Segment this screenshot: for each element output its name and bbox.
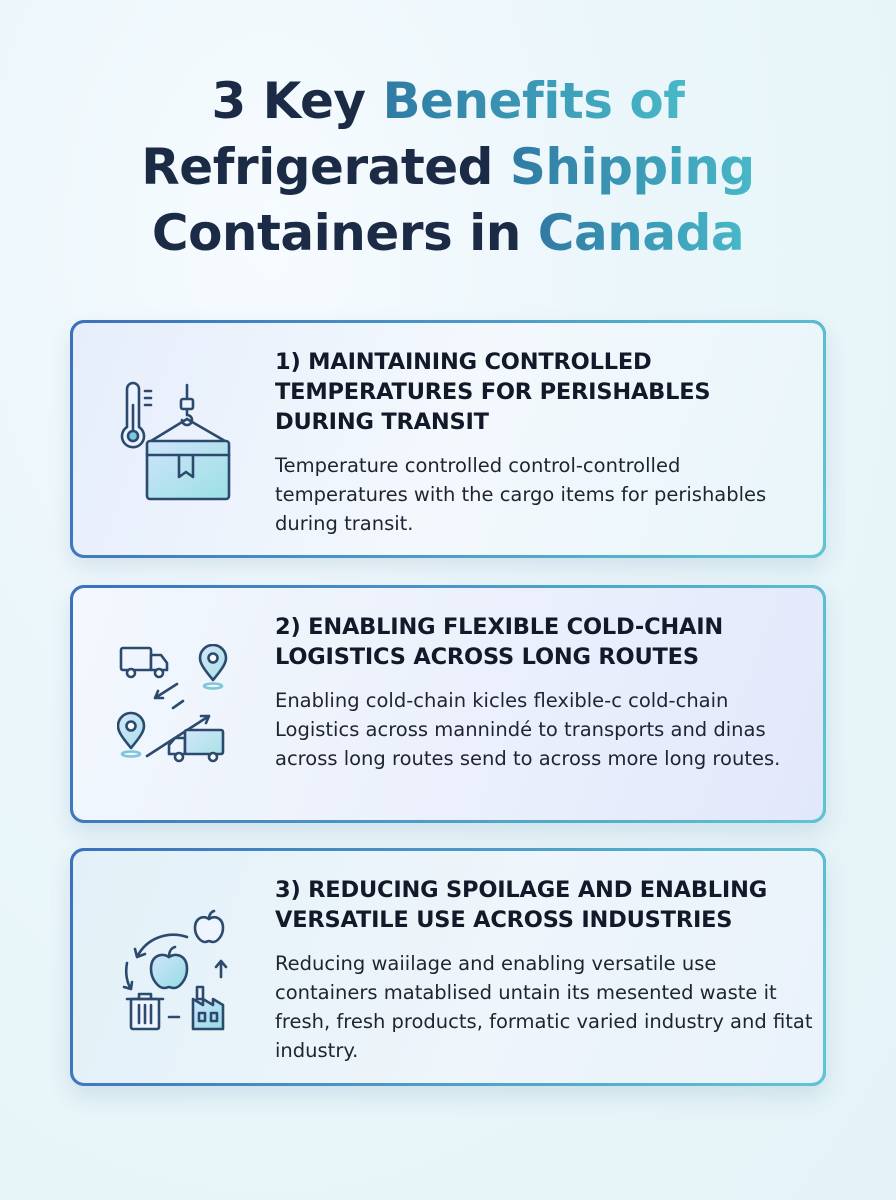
card-heading: 3) REDUCING SPOILAGE AND ENABLING VERSAT… [275, 877, 767, 933]
thermometer-crate-icon [117, 379, 237, 509]
card-body: Reducing waiilage and enabling versatile… [275, 952, 813, 1062]
title-line-1: 3 Key Benefits of [211, 72, 685, 130]
page-title: 3 Key Benefits of Refrigerated Shipping … [0, 68, 896, 266]
card-body: Temperature controlled control-controlle… [275, 454, 767, 535]
card-body: Enabling cold-chain kicles flexible-c co… [275, 689, 781, 770]
apple-recycle-factory-icon [117, 907, 237, 1037]
card-heading: 2) ENABLING FLEXIBLE COLD-CHAIN LOGISTIC… [275, 614, 724, 670]
title-line-3: Containers in Canada [151, 204, 745, 262]
benefit-card-1: 1) MAINTAINING CONTROLLED TEMPERATURES F… [70, 320, 826, 558]
card-heading: 1) MAINTAINING CONTROLLED TEMPERATURES F… [275, 349, 711, 435]
benefit-card-3: 3) REDUCING SPOILAGE AND ENABLING VERSAT… [70, 848, 826, 1086]
benefit-card-2: 2) ENABLING FLEXIBLE COLD-CHAIN LOGISTIC… [70, 585, 826, 823]
truck-route-icon [116, 643, 237, 774]
title-line-2: Refrigerated Shipping [141, 138, 755, 196]
